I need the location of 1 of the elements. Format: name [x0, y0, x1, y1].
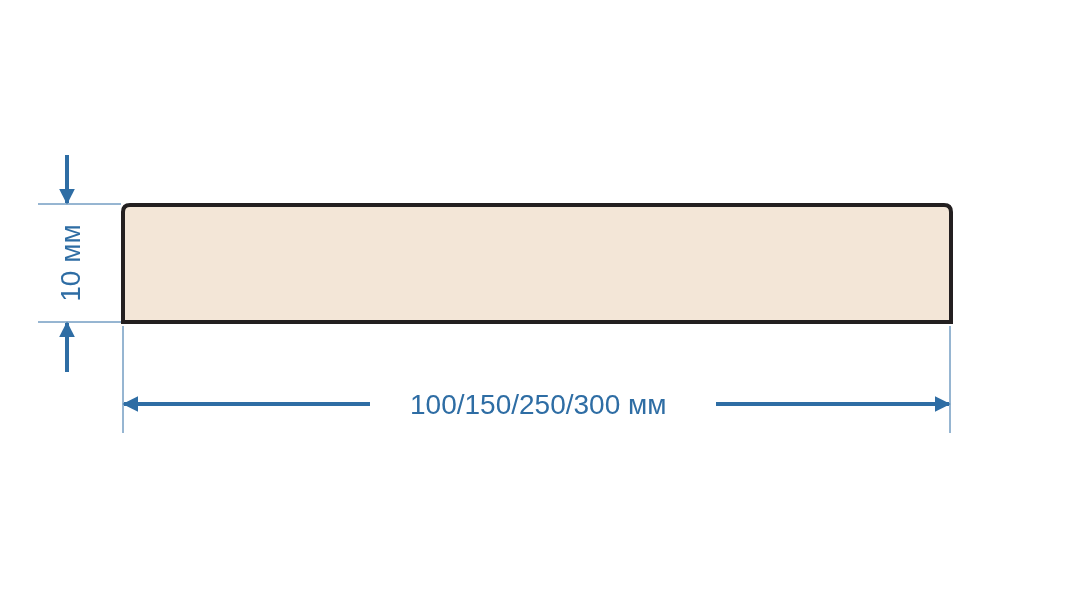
- board-cross-section: [121, 203, 953, 324]
